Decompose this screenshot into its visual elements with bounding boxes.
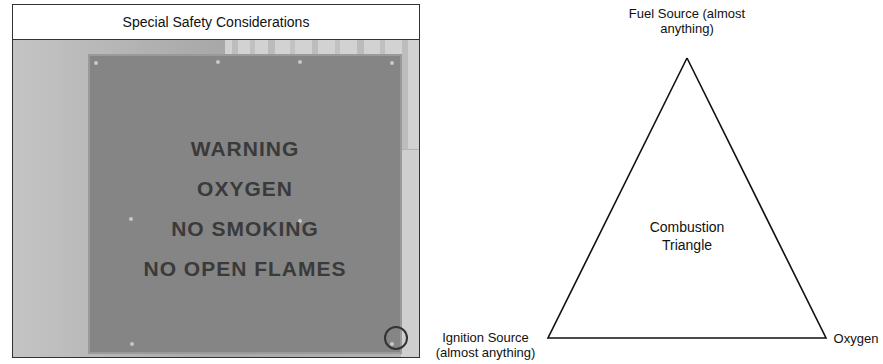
sign-line: OXYGEN <box>197 177 293 201</box>
node-body: WARNING OXYGEN NO SMOKING NO OPEN FLAMES <box>89 55 401 297</box>
wall-panel <box>401 150 419 357</box>
node-body: Combustion Triangle <box>627 218 747 254</box>
triangle-caption: Combustion Triangle <box>627 218 747 254</box>
warning-sign: WARNING OXYGEN NO SMOKING NO OPEN FLAMES <box>89 55 401 353</box>
triangle-outline <box>548 58 826 338</box>
sign-plate <box>89 55 401 353</box>
sign-line: WARNING <box>191 137 300 161</box>
vertex-label: Ignition Source (almost anything) <box>428 330 543 360</box>
safety-panel: Special Safety ConsiderationsWARNING OXYG… <box>12 4 420 358</box>
valve-handle <box>385 327 407 349</box>
node-body: Special Safety Considerations <box>13 5 419 40</box>
vertex-label: Oxygen <box>832 331 880 346</box>
triangle-side <box>548 58 826 338</box>
sign-rivets <box>94 60 394 346</box>
sign-line: NO OPEN FLAMES <box>143 257 346 281</box>
panel-header: Special Safety Considerations <box>13 5 419 40</box>
vertex-label: Fuel Source (almost anything) <box>622 6 752 36</box>
combustion-triangle: Combustion Triangle <box>548 58 826 338</box>
sign-line: NO SMOKING <box>171 217 319 241</box>
photo-ground <box>13 39 419 357</box>
